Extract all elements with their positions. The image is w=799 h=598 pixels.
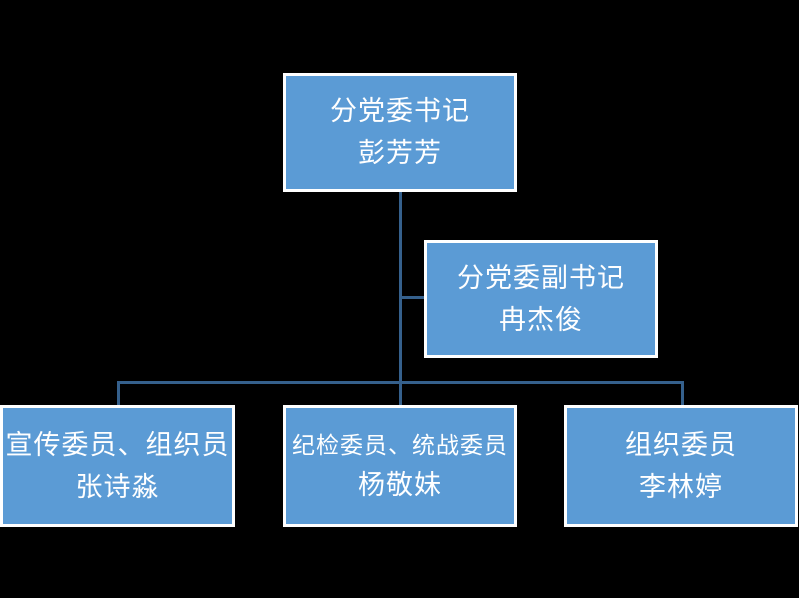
node-title: 组织委员	[625, 429, 737, 460]
connector-children-horizontal	[117, 381, 684, 384]
node-person-name: 张诗淼	[75, 471, 160, 502]
org-node-secretary: 分党委书记 彭芳芳	[283, 73, 517, 192]
connector-deputy-stub	[399, 296, 424, 299]
node-title: 分党委书记	[330, 96, 470, 126]
org-node-discipline-committee: 纪检委员、统战委员 杨敬妹	[283, 405, 517, 527]
node-person-name: 杨敬妹	[358, 469, 442, 500]
org-node-deputy-secretary: 分党委副书记 冉杰俊	[424, 240, 658, 358]
connector-right-child-stub	[681, 381, 684, 406]
org-node-publicity-committee: 宣传委员、组织员 张诗淼	[0, 405, 235, 527]
node-person-name: 李林婷	[639, 471, 723, 502]
node-person-name: 彭芳芳	[358, 138, 442, 168]
org-node-organization-committee: 组织委员 李林婷	[564, 405, 798, 527]
connector-left-child-stub	[117, 381, 120, 406]
node-person-name: 冉杰俊	[499, 304, 583, 335]
node-title: 宣传委员、组织员	[5, 429, 230, 460]
node-title: 分党委副书记	[457, 262, 625, 293]
node-title: 纪检委员、统战委员	[292, 431, 508, 458]
